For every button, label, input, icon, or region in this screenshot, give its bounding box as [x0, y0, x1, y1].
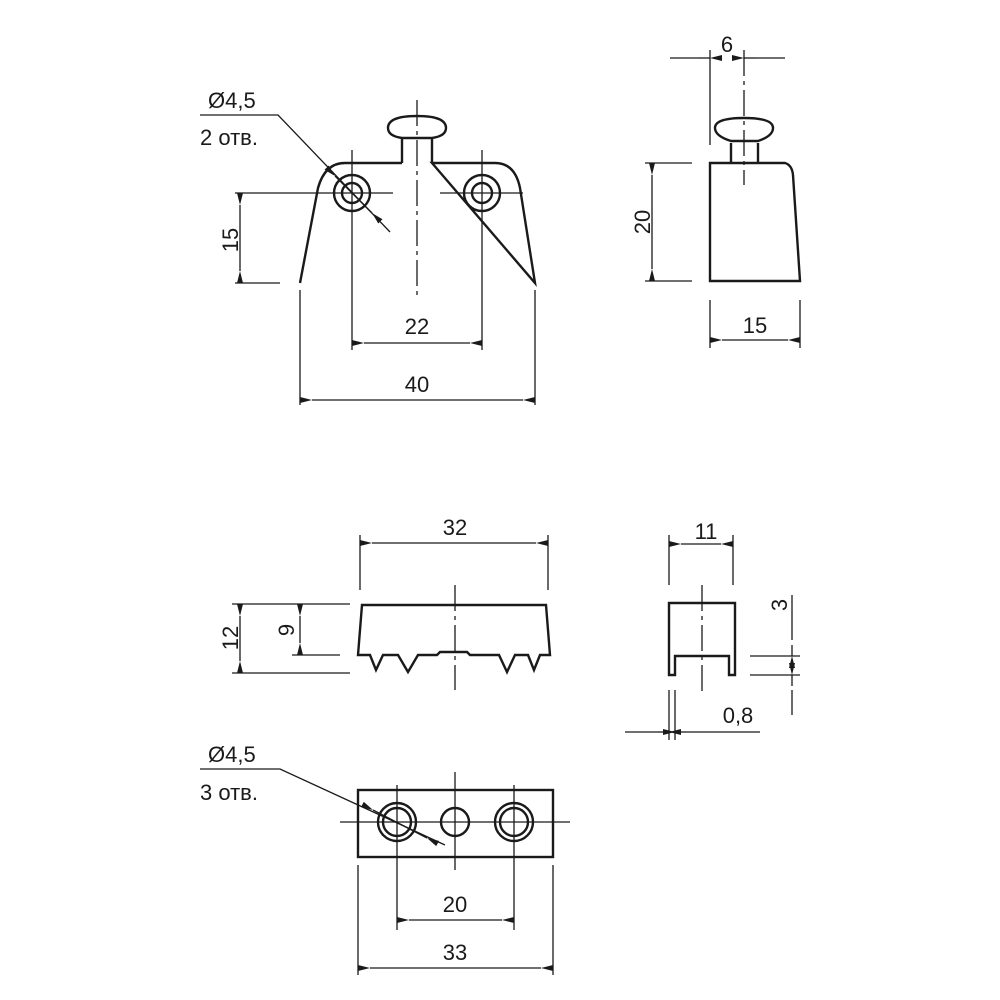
- top-view-strike: Ø4,5 3 отв. 20 33: [200, 742, 570, 975]
- dim-total-height: 12: [218, 626, 243, 650]
- hole-diameter-label: Ø4,5: [208, 88, 256, 113]
- hole-diameter-label: Ø4,5: [208, 742, 256, 767]
- dim-knob: 6: [721, 32, 733, 57]
- dim-width: 11: [695, 519, 718, 544]
- side-view-latch: 6 20 15: [630, 32, 802, 348]
- dim-width: 15: [743, 313, 767, 338]
- dim-width: 33: [443, 940, 467, 965]
- dim-leg: 3: [767, 599, 792, 611]
- dim-thickness: 0,8: [723, 703, 754, 728]
- side-view-strike: 11 3 0,8: [625, 519, 800, 740]
- dim-width: 40: [405, 372, 429, 397]
- hole-count-label: 2 отв.: [200, 125, 258, 150]
- dim-height: 20: [630, 210, 655, 234]
- dim-height: 15: [218, 228, 243, 252]
- hole-count-label: 3 отв.: [200, 780, 258, 805]
- dim-width: 32: [443, 515, 467, 540]
- dim-hole-spacing: 22: [405, 314, 429, 339]
- dim-body-height: 9: [274, 624, 299, 636]
- front-view-strike: 32 12 9: [218, 515, 552, 690]
- front-view-latch: Ø4,5 2 отв. 15 22 40: [200, 88, 537, 405]
- dim-hole-spacing: 20: [443, 892, 467, 917]
